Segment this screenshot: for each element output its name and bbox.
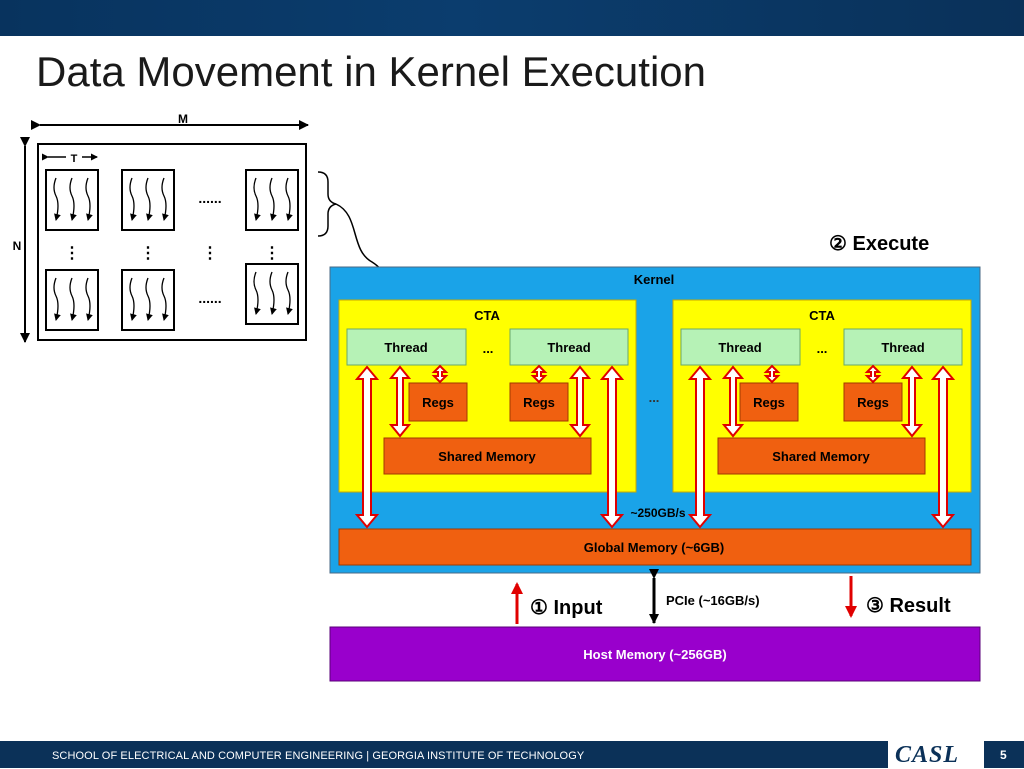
thread-shared-arrow — [721, 365, 745, 438]
thread-regs-arrow — [763, 364, 781, 384]
column-ellipsis: ⋮ — [264, 245, 280, 262]
thread-shared-arrow — [388, 365, 412, 438]
cta-block: CTA Thread ... Thread Regs Regs Shared M… — [338, 299, 637, 493]
tile — [45, 169, 99, 231]
thread-ellipsis: ... — [483, 341, 494, 356]
thread-shared-arrow — [900, 365, 924, 438]
shared-memory-box — [383, 437, 592, 475]
tile — [245, 263, 299, 325]
tile — [121, 269, 175, 331]
shared-memory-label: Shared Memory — [438, 449, 536, 464]
thread-shared-arrow — [568, 365, 592, 438]
cta-ellipsis: ... — [649, 390, 660, 405]
pcie-label: PCIe (~16GB/s) — [666, 593, 760, 608]
thread-box — [843, 328, 963, 366]
regs-label: Regs — [857, 395, 889, 410]
casl-logo-box — [888, 741, 984, 768]
thread-global-arrow — [687, 365, 713, 529]
column-ellipsis: ⋮ — [202, 245, 218, 262]
regs-box — [509, 382, 569, 422]
footer-bar — [0, 741, 1024, 768]
page-number: 5 — [1000, 748, 1007, 762]
regs-box — [739, 382, 799, 422]
cta-label: CTA — [809, 308, 835, 323]
grid-diagram: M N T — [13, 112, 393, 343]
header-bar — [0, 0, 1024, 36]
host-memory-label: Host Memory (~256GB) — [583, 647, 726, 662]
casl-logo: CASL — [895, 742, 960, 768]
regs-label: Regs — [523, 395, 555, 410]
thread-label: Thread — [384, 340, 427, 355]
thread-global-arrow — [930, 365, 956, 529]
row-ellipsis: ...... — [198, 190, 221, 206]
tile-row-brace — [317, 171, 337, 237]
host-memory-box — [329, 626, 981, 682]
global-memory-label: Global Memory (~6GB) — [584, 540, 725, 555]
tile — [245, 169, 299, 231]
kernel-diagram: M N T — [13, 112, 981, 682]
step-execute-label: ② Execute — [829, 233, 929, 255]
tile — [121, 169, 175, 231]
step-result-label: ③ Result — [866, 595, 951, 617]
tile — [45, 269, 99, 331]
thread-label: Thread — [547, 340, 590, 355]
thread-global-arrow — [354, 365, 380, 529]
thread-box — [509, 328, 629, 366]
t-label: T — [71, 153, 78, 165]
thread-regs-arrow — [431, 364, 449, 384]
m-label: M — [178, 112, 188, 126]
thread-label: Thread — [881, 340, 924, 355]
global-memory-box — [338, 528, 972, 566]
thread-regs-arrow — [864, 364, 882, 384]
thread-label: Thread — [718, 340, 761, 355]
row-ellipsis: ...... — [198, 290, 221, 306]
regs-label: Regs — [422, 395, 454, 410]
cta-block: CTA Thread ... Thread Regs Regs Shared M… — [672, 299, 972, 493]
thread-ellipsis: ... — [817, 341, 828, 356]
shared-memory-label: Shared Memory — [772, 449, 870, 464]
page-title: Data Movement in Kernel Execution — [36, 48, 707, 95]
n-label: N — [13, 239, 22, 253]
data-transfer-arrows — [354, 364, 956, 529]
column-ellipsis: ⋮ — [64, 245, 80, 262]
regs-box — [408, 382, 468, 422]
kernel-block: Kernel CTA Thread ... Thread Regs Regs S… — [329, 266, 981, 574]
kernel-label: Kernel — [634, 272, 674, 287]
footer-text: SCHOOL OF ELECTRICAL AND COMPUTER ENGINE… — [52, 750, 585, 762]
column-ellipsis: ⋮ — [140, 245, 156, 262]
thread-regs-arrow — [530, 364, 548, 384]
regs-label: Regs — [753, 395, 785, 410]
shared-memory-box — [717, 437, 926, 475]
thread-global-arrow — [599, 365, 625, 529]
cta-label: CTA — [474, 308, 500, 323]
bandwidth-label: ~250GB/s — [630, 506, 685, 520]
thread-box — [680, 328, 801, 366]
thread-box — [346, 328, 467, 366]
step-input-label: ① Input — [530, 597, 603, 619]
